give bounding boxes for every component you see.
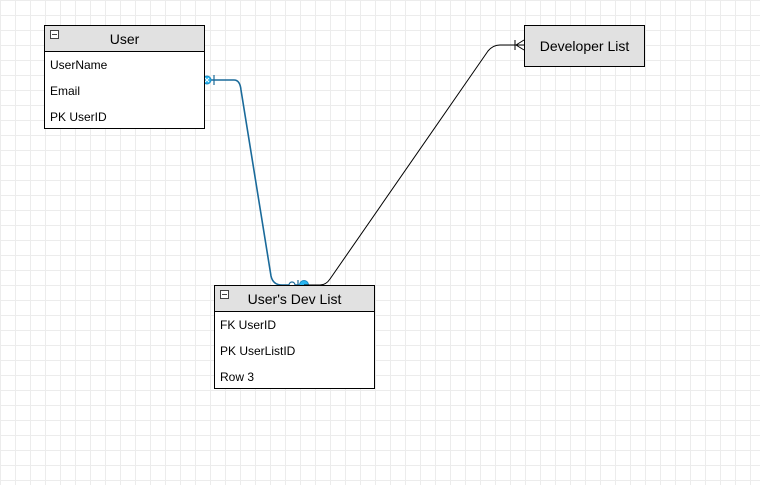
many-marker-fork-top (515, 39, 525, 46)
table-row[interactable]: PK UserID (50, 110, 107, 124)
users-dev-list-table[interactable]: User's Dev List FK UserID PK UserListID … (214, 285, 375, 389)
table-row[interactable]: PK UserListID (220, 344, 296, 358)
developer-list-entity[interactable]: Developer List (524, 25, 645, 67)
users-dev-list-table-title: User's Dev List (247, 291, 342, 307)
relation-users-dev-list-to-developer-list[interactable] (304, 39, 525, 286)
users-dev-list-table-rows: FK UserID PK UserListID Row 3 (215, 312, 374, 390)
user-table-rows: UserName Email PK UserID (45, 52, 204, 130)
collapse-icon[interactable] (50, 30, 59, 39)
relation-user-to-users-dev-list[interactable] (202, 75, 309, 290)
table-row[interactable]: FK UserID (220, 318, 277, 332)
table-row[interactable]: Row 3 (220, 370, 255, 384)
table-row[interactable]: Email (50, 84, 81, 98)
table-row[interactable]: UserName (50, 58, 108, 72)
many-marker-fork-bottom (515, 44, 525, 51)
collapse-icon[interactable] (220, 290, 229, 299)
users-dev-list-table-header[interactable]: User's Dev List (215, 286, 374, 312)
user-table-title: User (109, 31, 140, 47)
relation-line[interactable] (304, 44, 524, 286)
relation-line-selected[interactable] (207, 79, 304, 286)
user-table-header[interactable]: User (45, 26, 204, 52)
developer-list-label: Developer List (539, 38, 630, 54)
user-table[interactable]: User UserName Email PK UserID (44, 25, 205, 129)
